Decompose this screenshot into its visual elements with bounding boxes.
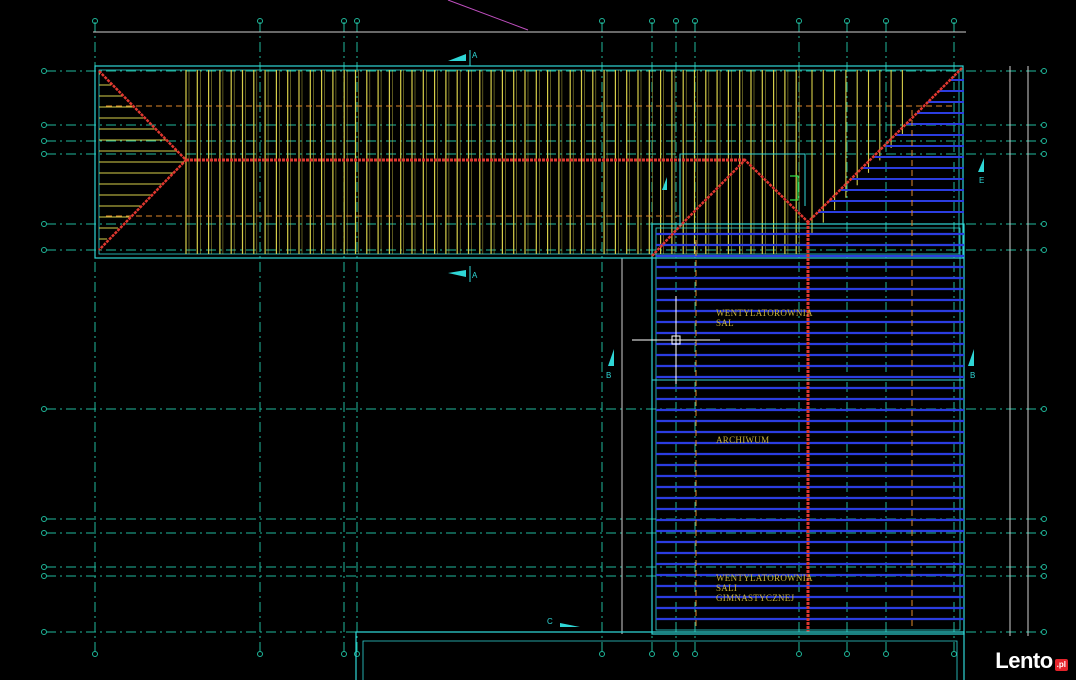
grid-bubble	[1041, 406, 1047, 412]
grid-bubble	[796, 18, 802, 24]
crosshair-cursor-icon	[632, 296, 720, 384]
grid-bubble	[341, 651, 347, 657]
grid-bubble	[1041, 221, 1047, 227]
grid-bubble	[257, 18, 263, 24]
grid-bubble	[692, 18, 698, 24]
lower-building-outline	[355, 631, 965, 680]
lower-building-outline-inner	[362, 640, 958, 680]
dormer-mark	[790, 175, 799, 201]
section-mark-e: E	[978, 158, 984, 185]
svg-text:A: A	[472, 271, 478, 280]
valley-line	[651, 158, 809, 257]
room-label-archiwum: ARCHIWUM	[716, 435, 769, 445]
grid-bubble	[599, 651, 605, 657]
hip-line-left	[98, 70, 188, 251]
grid-bubble	[1041, 530, 1047, 536]
grid-bubble	[354, 651, 360, 657]
svg-text:B: B	[606, 371, 611, 380]
grid-bubble	[649, 18, 655, 24]
grid-bubble	[1041, 122, 1047, 128]
grid-bubble	[41, 564, 47, 570]
svg-text:E: E	[979, 176, 984, 185]
grid-bubble	[1041, 247, 1047, 253]
grid-bubble	[1041, 151, 1047, 157]
grid-bubble	[41, 406, 47, 412]
grid-bubble	[951, 18, 957, 24]
grid-bubble	[41, 530, 47, 536]
grid-bubble	[41, 629, 47, 635]
grid-bubble	[41, 247, 47, 253]
grid-bubble	[92, 651, 98, 657]
grid-bubble	[41, 151, 47, 157]
grid-bubble	[673, 651, 679, 657]
grid-bubble	[1041, 516, 1047, 522]
section-mark-a-bottom: A	[448, 266, 478, 282]
section-mark-b-left: B	[606, 349, 614, 380]
room-label-wentylatorownia-sali-gimnastycznej: WENTYLATOROWNIA SALI GIMNASTYCZNEJ	[716, 573, 815, 603]
svg-text:C: C	[547, 617, 553, 626]
grid-bubble	[673, 18, 679, 24]
grid-bubble	[257, 651, 263, 657]
section-mark-a-top: A	[448, 50, 478, 66]
grid-bubble	[883, 18, 889, 24]
grid-bubble	[354, 18, 360, 24]
grid-bubble	[41, 68, 47, 74]
grid-bubble	[844, 651, 850, 657]
grid-bubble	[599, 18, 605, 24]
grid-bubble	[883, 651, 889, 657]
dormer-outline	[679, 153, 806, 226]
grid-bubble	[844, 18, 850, 24]
grid-bubble	[41, 138, 47, 144]
grid-bubble	[41, 573, 47, 579]
watermark-badge: .pl	[1054, 659, 1068, 671]
grid-bubble	[341, 18, 347, 24]
grid-bubble	[1041, 564, 1047, 570]
grid-bubble	[692, 651, 698, 657]
grid-bubble	[951, 651, 957, 657]
section-mark-b-right: B	[968, 349, 975, 380]
section-mark-d	[662, 177, 667, 190]
grid-bubble	[796, 651, 802, 657]
grid-bubble	[1041, 68, 1047, 74]
wing-outline	[94, 65, 964, 259]
watermark-text: Lento	[995, 648, 1053, 673]
grid-bubble	[41, 516, 47, 522]
section-mark-c: C	[547, 617, 580, 627]
grid-bubble	[1041, 138, 1047, 144]
svg-text:B: B	[970, 371, 975, 380]
room-label-wentylatorownia-sal: WENTYLATOROWNIA SAL	[716, 308, 815, 328]
grid-bubble	[1041, 629, 1047, 635]
grid-bubble	[1041, 573, 1047, 579]
leader-line	[447, 0, 529, 31]
grid-lines	[41, 18, 1047, 657]
grid-bubble	[92, 18, 98, 24]
svg-text:A: A	[472, 51, 478, 60]
lento-watermark: Lento .pl	[995, 648, 1068, 674]
grid-bubble	[41, 122, 47, 128]
hip-line-right	[807, 67, 963, 223]
grid-bubble	[41, 221, 47, 227]
roof-plan	[94, 65, 965, 680]
grid-bubble	[649, 651, 655, 657]
